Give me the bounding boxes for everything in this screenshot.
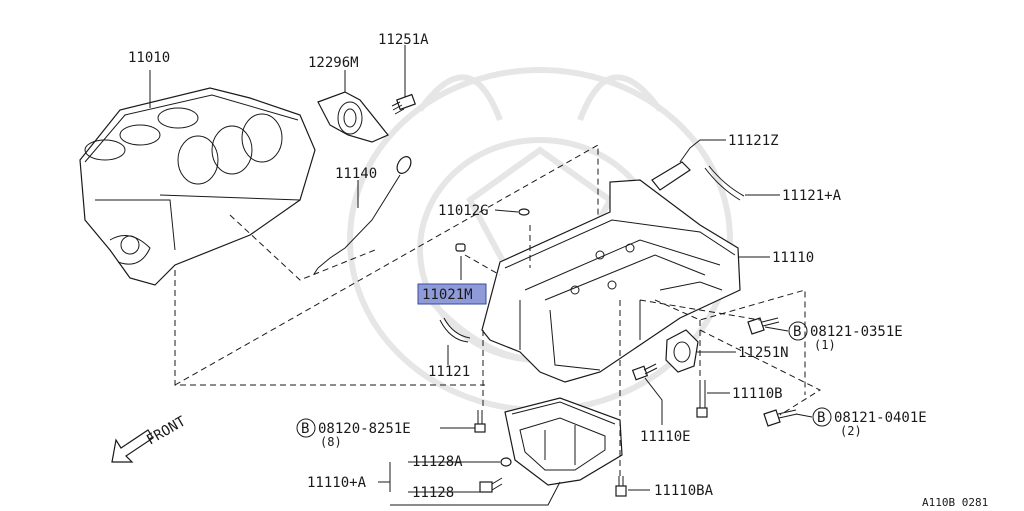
circle-b-marker-1: B [788, 321, 808, 341]
gasket-11121[interactable] [439, 317, 471, 343]
circle-b-marker-2: B [812, 407, 832, 427]
bolt-11110b[interactable] [696, 380, 708, 418]
reference-lines [174, 144, 822, 480]
label-11121a[interactable]: 11121+A [782, 188, 842, 204]
label-11128[interactable]: 11128 [412, 485, 454, 501]
label-11110b[interactable]: 11110B [732, 386, 783, 402]
highlight-11021m[interactable] [417, 283, 487, 305]
label-08120-8251e-qty: (8) [320, 435, 342, 449]
lower-oil-pan[interactable] [504, 397, 623, 486]
upper-oil-pan[interactable] [481, 179, 741, 383]
label-12296m[interactable]: 12296M [308, 55, 359, 71]
label-08120-8251e[interactable]: 08120-8251E [318, 421, 411, 437]
dipstick[interactable] [313, 154, 414, 275]
label-11121z[interactable]: 11121Z [728, 133, 779, 149]
bolt-08121-0401e[interactable] [763, 409, 798, 427]
label-11110e[interactable]: 11110E [640, 429, 691, 445]
bolt-11110ba[interactable] [615, 476, 627, 497]
svg-text:B: B [301, 421, 309, 437]
bolt-11110e[interactable] [631, 363, 658, 381]
label-11140[interactable]: 11140 [335, 166, 377, 182]
diagram-reference-code: A110B 0281 [922, 496, 988, 509]
label-11121[interactable]: 11121 [428, 364, 470, 380]
circle-b-marker-3: B [296, 418, 316, 438]
label-08121-0401e[interactable]: 08121-0401E [834, 410, 927, 426]
label-11110ba[interactable]: 11110BA [654, 483, 714, 499]
bolt-08120-8251e[interactable] [474, 410, 486, 433]
label-front: FRONT [144, 413, 189, 448]
washer-11128a[interactable] [500, 457, 512, 467]
label-11010[interactable]: 11010 [128, 50, 170, 66]
svg-text:B: B [793, 324, 801, 340]
bolt-11251a[interactable] [391, 93, 416, 115]
svg-text:B: B [817, 410, 825, 426]
rear-oil-seal[interactable] [317, 91, 389, 143]
label-11128a[interactable]: 11128A [412, 454, 463, 470]
label-11110[interactable]: 11110 [772, 250, 814, 266]
plug-11012g[interactable] [518, 208, 530, 216]
gasket-11121z[interactable] [651, 147, 691, 191]
label-11251a[interactable]: 11251A [378, 32, 429, 48]
leader-lines [149, 45, 813, 506]
label-11251n[interactable]: 11251N [738, 345, 789, 361]
gasket-11121a[interactable] [704, 165, 745, 201]
bracket-11251n[interactable] [665, 329, 699, 373]
label-11021m[interactable]: 11021M [422, 287, 473, 303]
label-08121-0401e-qty: (2) [840, 424, 862, 438]
plug-11021m[interactable] [455, 243, 466, 252]
front-arrow [111, 429, 154, 463]
drain-plug-11128[interactable] [479, 477, 503, 493]
label-08121-0351e-qty: (1) [814, 338, 836, 352]
label-11012g[interactable]: 11012G [438, 203, 489, 219]
bolt-08121-0351e[interactable] [747, 317, 780, 335]
cylinder-block[interactable] [79, 87, 316, 286]
label-11110a[interactable]: 11110+A [307, 475, 367, 491]
label-08121-0351e[interactable]: 08121-0351E [810, 324, 903, 340]
